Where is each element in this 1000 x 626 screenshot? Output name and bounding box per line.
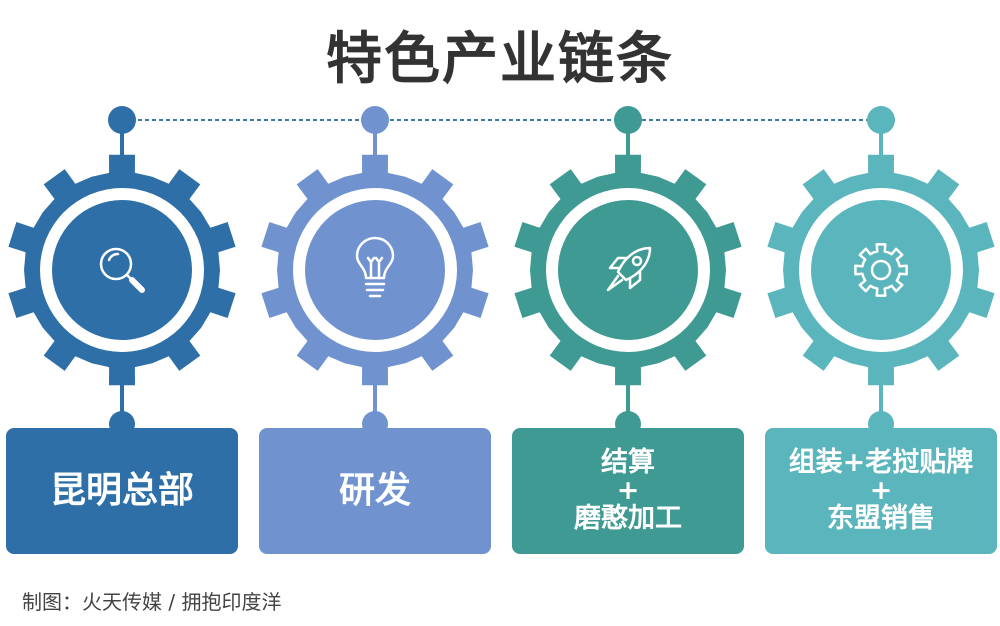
top-pin xyxy=(361,106,389,134)
step-label: 结算 xyxy=(601,447,655,478)
gear-node xyxy=(8,106,236,437)
credit-footer: 制图：火天传媒 / 拥抱印度洋 xyxy=(22,590,282,614)
step-label: 组装+老挝贴牌 xyxy=(788,447,974,478)
step-box: 昆明总部 xyxy=(6,428,238,554)
gear-node xyxy=(514,106,742,437)
step-box: 研发 xyxy=(259,428,491,554)
step-box: 结算+磨憨加工 xyxy=(512,428,744,554)
top-pin xyxy=(614,106,642,134)
rocket-icon xyxy=(606,246,652,292)
lightbulb-icon xyxy=(355,236,395,298)
top-pin xyxy=(867,106,895,134)
gear-node xyxy=(261,106,489,437)
step-label: 东盟销售 xyxy=(827,503,935,534)
gear-icon xyxy=(854,243,908,297)
top-pin xyxy=(108,106,136,134)
gear-node xyxy=(767,106,995,437)
step-label: 研发 xyxy=(338,470,411,511)
step-label: 昆明总部 xyxy=(49,470,194,511)
page-title: 特色产业链条 xyxy=(326,27,674,92)
step-label: + xyxy=(869,475,893,506)
step-box: 组装+老挝贴牌+东盟销售 xyxy=(765,428,997,554)
step-label: + xyxy=(616,475,640,506)
step-label: 磨憨加工 xyxy=(574,503,682,534)
magnifier-icon xyxy=(99,247,145,293)
